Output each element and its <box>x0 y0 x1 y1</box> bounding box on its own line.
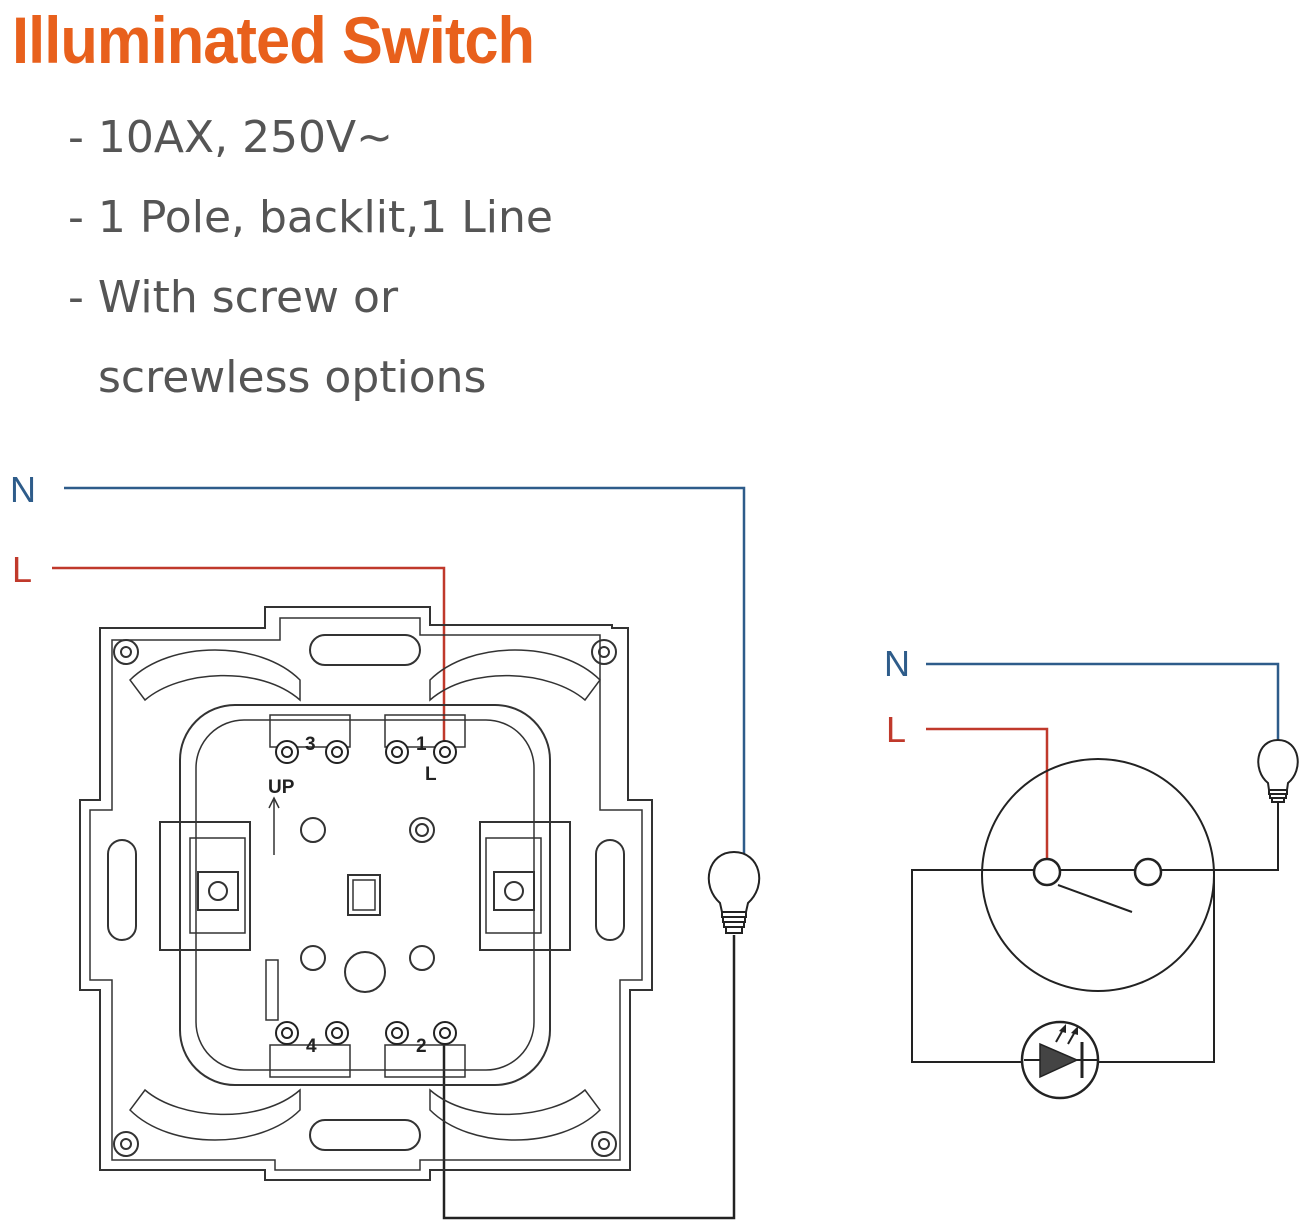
terminal-1-line-label: L <box>425 764 437 785</box>
load-wire <box>442 935 736 1220</box>
schematic-neutral-wire <box>926 662 1280 745</box>
spec-poles: - 1 Pole, backlit,1 Line <box>68 192 553 243</box>
schematic-neutral-label: N <box>884 643 910 684</box>
led-icon <box>1020 1020 1100 1100</box>
page-title: Illuminated Switch <box>12 3 535 77</box>
switch-contact-live <box>1032 857 1062 887</box>
live-label: L <box>12 549 32 590</box>
up-mark: UP <box>268 777 295 798</box>
switch-contact-load <box>1133 857 1163 887</box>
spec-options: - With screw or <box>68 272 399 323</box>
schematic-bulb-icon <box>1257 738 1299 803</box>
terminal-4-label: 4 <box>306 1036 317 1057</box>
schematic-switch <box>911 758 1279 1063</box>
terminal-1-label: 1 <box>416 734 427 755</box>
terminal-2-label: 2 <box>416 1036 427 1057</box>
schematic-live-wire <box>926 727 1049 860</box>
spec-rating: - 10AX, 250V~ <box>68 112 394 163</box>
neutral-label: N <box>10 469 36 510</box>
terminal-3-label: 3 <box>305 734 316 755</box>
switch-mechanism <box>79 606 653 1181</box>
bulb-icon <box>707 850 761 934</box>
spec-options-cont: screwless options <box>98 352 487 403</box>
terminal-screws <box>275 740 457 1045</box>
neutral-wire <box>64 486 746 860</box>
schematic-live-label: L <box>886 709 906 750</box>
